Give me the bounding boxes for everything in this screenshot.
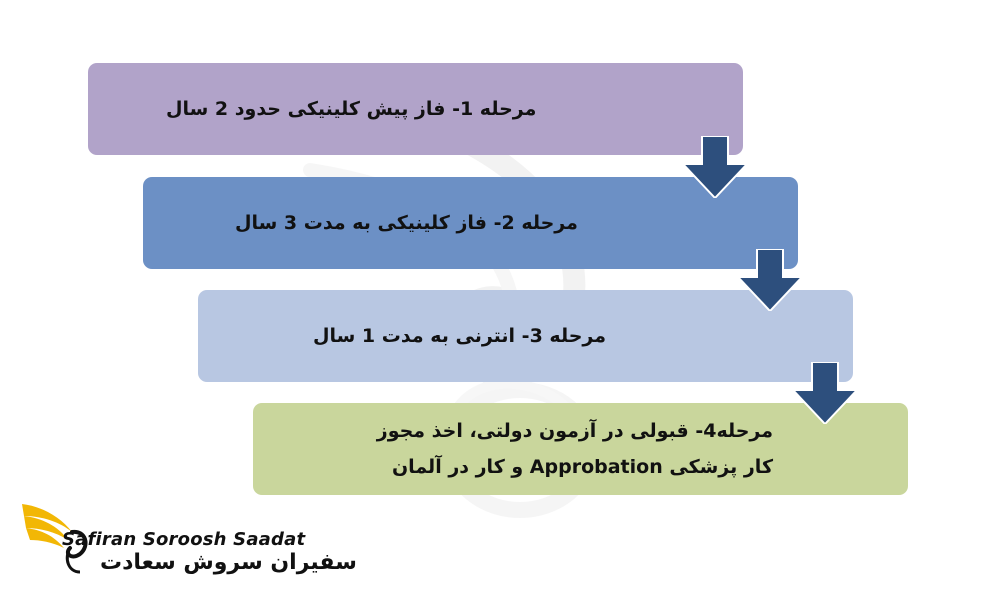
step-4-label: مرحله4- قبولی در آزمون دولتی، اخذ مجوز ک… (376, 419, 773, 478)
phoenix-logo-icon (22, 504, 88, 574)
step-1-label: مرحله 1- فاز پیش کلینیکی حدود 2 سال (166, 97, 537, 120)
step-2-label: مرحله 2- فاز کلینیکی به مدت 3 سال (235, 211, 578, 234)
logo-name-persian: سفیران سروش سعادت (100, 550, 357, 575)
step-3-label: مرحله 3- انترنی به مدت 1 سال (313, 324, 606, 347)
step-2-box: مرحله 2- فاز کلینیکی به مدت 3 سال (143, 177, 798, 269)
step-4-box: مرحله4- قبولی در آزمون دولتی، اخذ مجوز ک… (253, 403, 908, 495)
step-3-box: مرحله 3- انترنی به مدت 1 سال (198, 290, 853, 382)
down-arrow-icon (793, 362, 857, 424)
logo-name-latin: Safiran Soroosh Saadat (62, 529, 306, 550)
step-1-box: مرحله 1- فاز پیش کلینیکی حدود 2 سال (88, 63, 743, 155)
down-arrow-icon (683, 136, 747, 198)
down-arrow-icon (738, 249, 802, 311)
